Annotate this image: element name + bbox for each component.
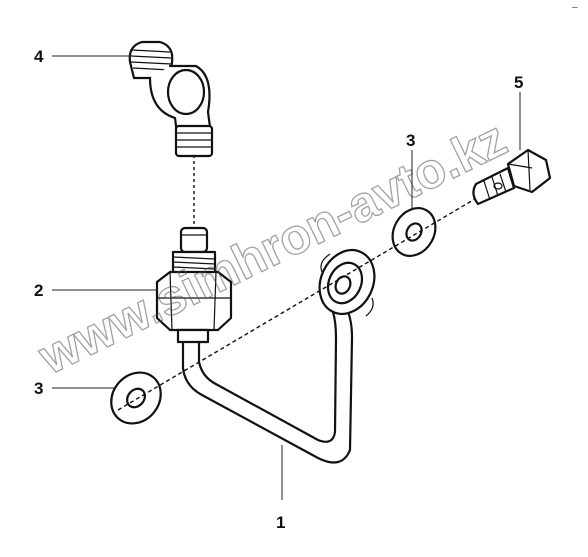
elbow-adapter — [128, 40, 214, 158]
callout-part-5: 5 — [514, 73, 523, 92]
callout-part-3-upper: 3 — [406, 131, 415, 150]
callout-part-2: 2 — [34, 281, 43, 300]
corner-mark: – — [572, 2, 578, 13]
assembly-axis — [117, 195, 481, 411]
callout-leaders — [52, 55, 521, 500]
sealing-washer-upper — [391, 207, 437, 257]
callout-part-4: 4 — [34, 47, 44, 66]
union-fitting — [155, 155, 233, 344]
callout-part-3-lower: 3 — [34, 379, 43, 398]
fuel-pipe — [181, 249, 376, 464]
watermark-text: www.simhron-avto.kz — [29, 110, 515, 385]
callout-part-1: 1 — [276, 513, 285, 532]
banjo-bolt — [472, 148, 552, 206]
sealing-washer-lower — [110, 371, 162, 425]
